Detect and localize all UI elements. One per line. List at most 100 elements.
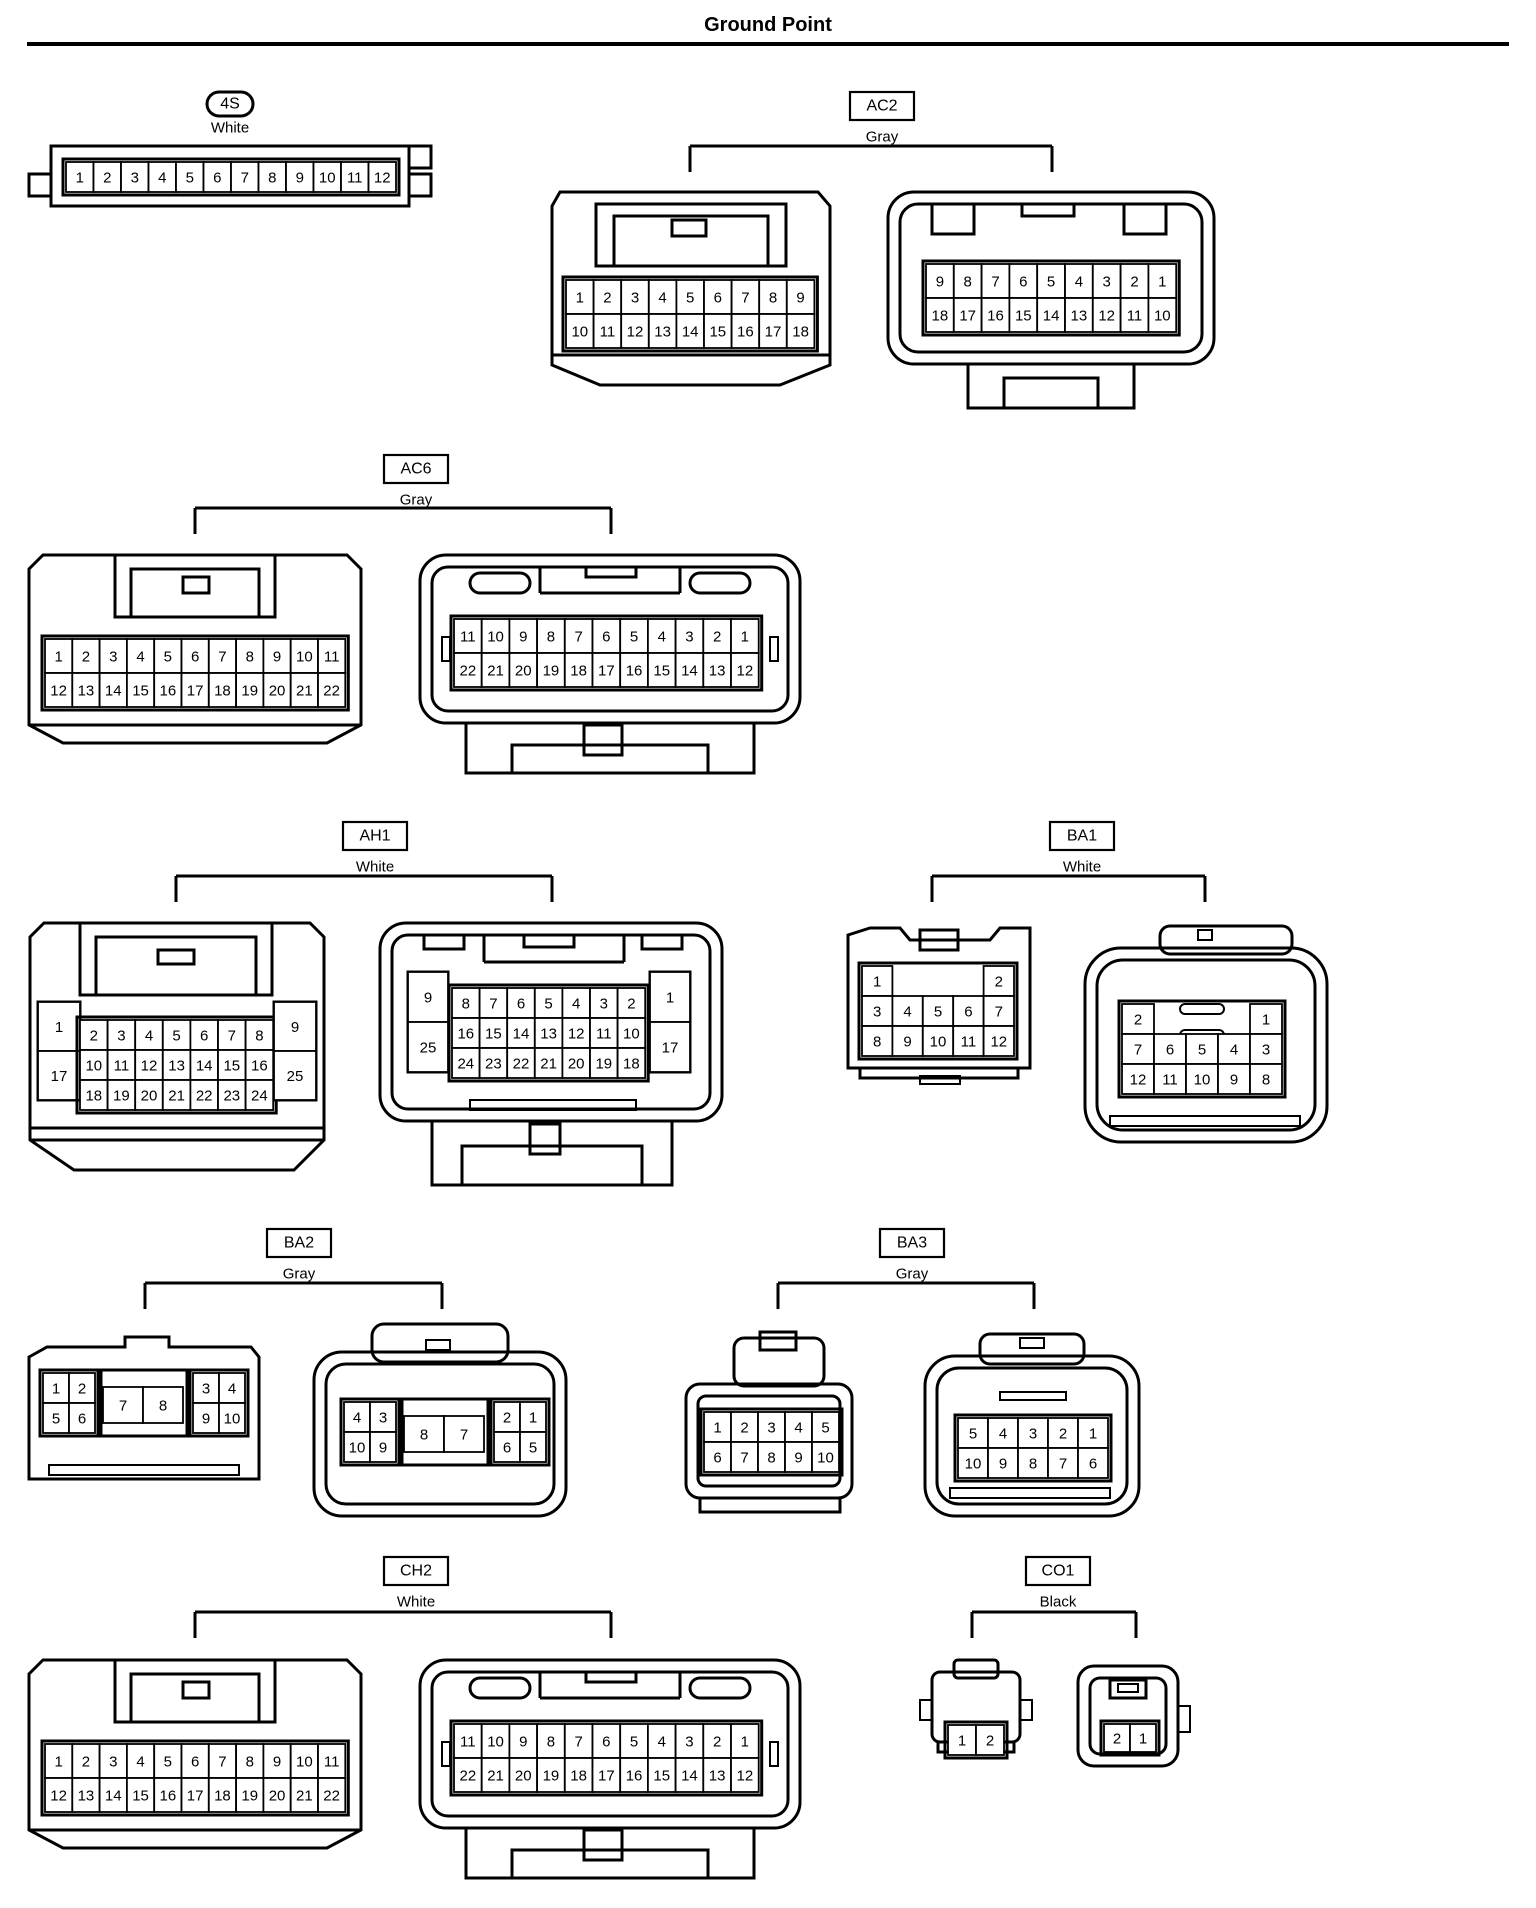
side-tab [919, 1699, 933, 1721]
pin-number: 3 [1262, 1042, 1270, 1059]
pin-cell [675, 279, 705, 315]
pin-cell [730, 1723, 760, 1759]
pin-number: 8 [964, 274, 972, 291]
pin-cell [42, 1402, 70, 1434]
pin-number: 22 [460, 1768, 477, 1785]
pin-number: 4 [572, 996, 580, 1013]
key-slot [468, 571, 532, 595]
pin-cell [620, 313, 650, 349]
pin-cell [343, 1401, 371, 1433]
pin-number: 9 [296, 170, 304, 187]
pin-cell [102, 1386, 144, 1424]
pin-cell [506, 1047, 536, 1079]
lock-base [510, 1848, 710, 1880]
pin-number: 5 [630, 629, 638, 646]
terminal-block [953, 1413, 1113, 1483]
housing-outline [28, 921, 326, 1172]
pin-number: 2 [713, 1734, 721, 1751]
pin-cell [533, 1017, 564, 1049]
side-tab [1019, 1699, 1033, 1721]
pin-number: 16 [251, 1058, 268, 1075]
pin-cell [65, 161, 95, 193]
lock-tab [1117, 1683, 1139, 1693]
pin-number: 10 [296, 1754, 313, 1771]
pin-number: 2 [503, 1410, 511, 1427]
pin-cell [1119, 297, 1150, 333]
connector-code: BA2 [284, 1235, 314, 1252]
pin-number: 2 [78, 1381, 86, 1398]
pin-number: 20 [269, 683, 286, 700]
pin-number: 17 [598, 1768, 615, 1785]
pin-cell [235, 672, 265, 708]
connector-color: Black [1040, 1594, 1077, 1611]
pin-cell [508, 1757, 538, 1793]
pin-cell [153, 638, 183, 674]
lock-base [698, 1496, 842, 1514]
pin-number: 11 [460, 1734, 476, 1751]
title-divider [27, 42, 1509, 46]
pin-number: 2 [740, 1420, 748, 1437]
pin-number: 18 [570, 663, 587, 680]
key-slot [1020, 202, 1076, 218]
connector-code-box [1048, 820, 1116, 852]
pin-cell [106, 1049, 137, 1081]
pin-number: 25 [420, 1040, 437, 1057]
pin-cell [980, 263, 1011, 299]
pin-number: 11 [114, 1058, 130, 1075]
terminal-block [61, 157, 401, 197]
pin-number: 13 [654, 324, 671, 341]
lock-frame [129, 1672, 261, 1724]
pin-number: 9 [424, 990, 432, 1007]
pin-number: 1 [55, 1019, 63, 1036]
pin-number: 5 [686, 290, 694, 307]
lock-base [464, 721, 756, 775]
pin-number: 8 [873, 1034, 881, 1051]
key-slot [688, 1676, 752, 1700]
pin-number: 1 [958, 1733, 966, 1750]
pin-cell [921, 1025, 955, 1057]
pin-cell [508, 1723, 538, 1759]
pin-cell [506, 1017, 536, 1049]
pin-number: 9 [379, 1440, 387, 1457]
pin-number: 21 [540, 1056, 557, 1073]
pin-number: 7 [218, 1754, 226, 1771]
connector-code: AH1 [359, 828, 390, 845]
lock-tab [919, 1075, 961, 1085]
pin-number: 3 [1029, 1426, 1037, 1443]
pin-number: 7 [991, 274, 999, 291]
pin-number: 21 [487, 663, 504, 680]
pin-cell [126, 1777, 156, 1813]
pin-number: 12 [627, 324, 644, 341]
lock-frame [113, 1658, 277, 1724]
pin-number: 4 [136, 1754, 144, 1771]
pin-number: 16 [160, 683, 177, 700]
pin-number: 9 [794, 1450, 802, 1467]
pin-number: 1 [54, 649, 62, 666]
pin-cell [647, 618, 677, 654]
pin-number: 8 [246, 649, 254, 666]
pin-cell [1147, 263, 1178, 299]
pin-number: 10 [1154, 308, 1171, 325]
pin-number: 12 [737, 1768, 754, 1785]
pin-number: 6 [964, 1004, 972, 1021]
pin-number: 15 [653, 663, 670, 680]
guide-rib [769, 1741, 779, 1767]
pin-number: 5 [1047, 274, 1055, 291]
pin-cell [407, 971, 449, 1023]
pin-number: 13 [1071, 308, 1088, 325]
pin-number: 8 [268, 170, 276, 187]
pin-number: 12 [141, 1058, 158, 1075]
pin-number: 1 [1158, 274, 1166, 291]
pin-cell [98, 1743, 128, 1779]
pin-number: 6 [602, 629, 610, 646]
pin-number: 20 [515, 1768, 532, 1785]
pin-number: 8 [547, 1734, 555, 1751]
lock-latch [918, 928, 960, 952]
pin-cell [126, 672, 156, 708]
pin-number: 8 [769, 290, 777, 307]
connector-code: BA3 [897, 1235, 927, 1252]
pin-cell [533, 987, 564, 1019]
